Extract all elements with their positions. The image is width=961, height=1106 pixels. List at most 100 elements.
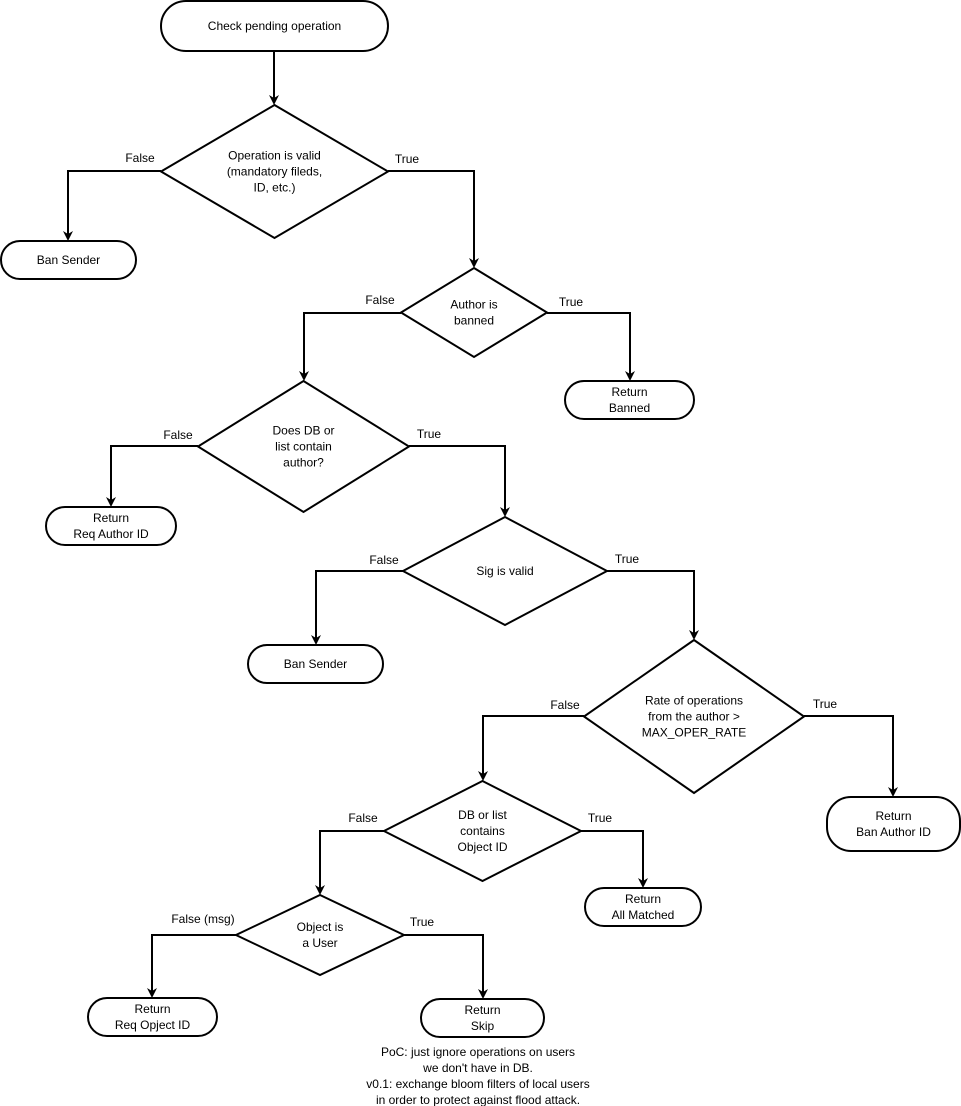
node-label: MAX_OPER_RATE [642, 726, 746, 740]
node-label: a User [302, 936, 337, 950]
terminal-shape [160, 0, 389, 52]
decision-rate-exceeded: Rate of operations from the author > MAX_O… [582, 638, 806, 795]
edge-e1: False [63, 151, 161, 241]
connector-arrow [404, 934, 488, 999]
terminal-shape [45, 506, 177, 546]
node-label: list contain [275, 440, 332, 454]
node-label: banned [454, 314, 494, 328]
terminal-shape [420, 998, 545, 1038]
connector-arrow [106, 445, 198, 507]
connector-arrow [388, 170, 479, 268]
node-label: Return [134, 1002, 170, 1016]
node-label: Does DB or [272, 424, 334, 438]
annotation-note: PoC: just ignore operations on users we d… [366, 1045, 589, 1106]
note-line: in order to protect against flood attack… [376, 1093, 580, 1106]
decision-author-banned: Author is banned [399, 266, 549, 359]
connector-arrow [311, 570, 403, 645]
decision-diamond [381, 779, 584, 883]
node-label: Check pending operation [208, 19, 341, 33]
decision-diamond [399, 266, 549, 359]
terminal-shape [826, 796, 961, 852]
edge-label: False [369, 553, 399, 567]
node-label: Banned [609, 401, 650, 415]
node-label: Skip [471, 1019, 495, 1033]
decision-sig-valid: Sig is valid [400, 515, 610, 627]
node-label: author? [283, 456, 324, 470]
edge-e9: False [478, 698, 584, 781]
terminal-shape [247, 644, 384, 684]
decision-db-contains-author: Does DB or list contain author? [196, 379, 411, 514]
node-label: All Matched [612, 908, 675, 922]
node-label: Rate of operations [645, 694, 743, 708]
node-label: Sig is valid [476, 564, 533, 578]
note-line: v0.1: exchange bloom filters of local us… [366, 1077, 589, 1091]
edge-e7: False [311, 553, 403, 645]
node-label: Req Opject ID [115, 1018, 191, 1032]
connector-arrow [315, 830, 384, 895]
edge-e3: False [299, 293, 401, 381]
terminal-shape [0, 240, 137, 280]
decision-diamond [196, 379, 411, 514]
start-terminal: Check pending operation [160, 0, 389, 52]
decision-diamond [582, 638, 806, 795]
edge-e4: True [547, 295, 635, 381]
edge-e10: True [804, 697, 898, 797]
connector-arrow [147, 934, 236, 998]
node-label: contains [460, 824, 505, 838]
node-label: Operation is valid [228, 149, 321, 163]
ban-sender-terminal-2: Ban Sender [247, 644, 384, 684]
edge-label: True [588, 811, 613, 825]
node-label: Return [611, 385, 647, 399]
edge-e11: False [315, 811, 384, 895]
edge-label: False [125, 151, 155, 165]
terminal-shape [87, 997, 218, 1037]
node-label: from the author > [648, 710, 740, 724]
node-label: Return [464, 1003, 500, 1017]
connector-arrow [607, 570, 699, 640]
node-label: Return [93, 511, 129, 525]
edge-label: False [163, 428, 193, 442]
edge-label: True [615, 552, 640, 566]
decision-diamond [159, 103, 390, 240]
edge-e8: True [607, 552, 699, 640]
node-label: DB or list [458, 808, 507, 822]
edge-e6: True [409, 427, 510, 517]
decision-diamond [233, 893, 407, 977]
node-label: Object is [297, 920, 344, 934]
edge-e5: False [106, 428, 198, 507]
node-label: Ban Author ID [856, 825, 931, 839]
node-label: (mandatory fileds, [227, 165, 322, 179]
edge-e13: False (msg) [147, 912, 236, 998]
terminal-shape [584, 887, 702, 927]
edge-label: False (msg) [171, 912, 234, 926]
decision-operation-valid: Operation is valid (mandatory fileds, ID, … [159, 103, 390, 240]
edge-e14: True [404, 915, 488, 999]
note-line: we don't have in DB. [422, 1061, 533, 1075]
node-label: Ban Sender [284, 657, 347, 671]
node-label: ID, etc.) [253, 181, 295, 195]
edge-label: True [395, 152, 420, 166]
node-label: Req Author ID [73, 527, 149, 541]
node-label: Author is [450, 298, 497, 312]
node-label: Return [625, 892, 661, 906]
connector-arrow [547, 312, 635, 381]
edge-label: False [365, 293, 395, 307]
note-line: PoC: just ignore operations on users [381, 1045, 575, 1059]
node-label: Return [875, 809, 911, 823]
edge-label: False [550, 698, 580, 712]
node-label: Ban Sender [37, 253, 100, 267]
connector-arrow [581, 830, 648, 888]
connector-arrow [409, 445, 510, 517]
edge-label: True [410, 915, 435, 929]
connector-arrow [63, 170, 161, 241]
decision-object-is-user: Object is a User [233, 893, 407, 977]
edge-label: True [813, 697, 838, 711]
edge-e2: True [388, 152, 479, 268]
terminal-shape [564, 380, 695, 420]
